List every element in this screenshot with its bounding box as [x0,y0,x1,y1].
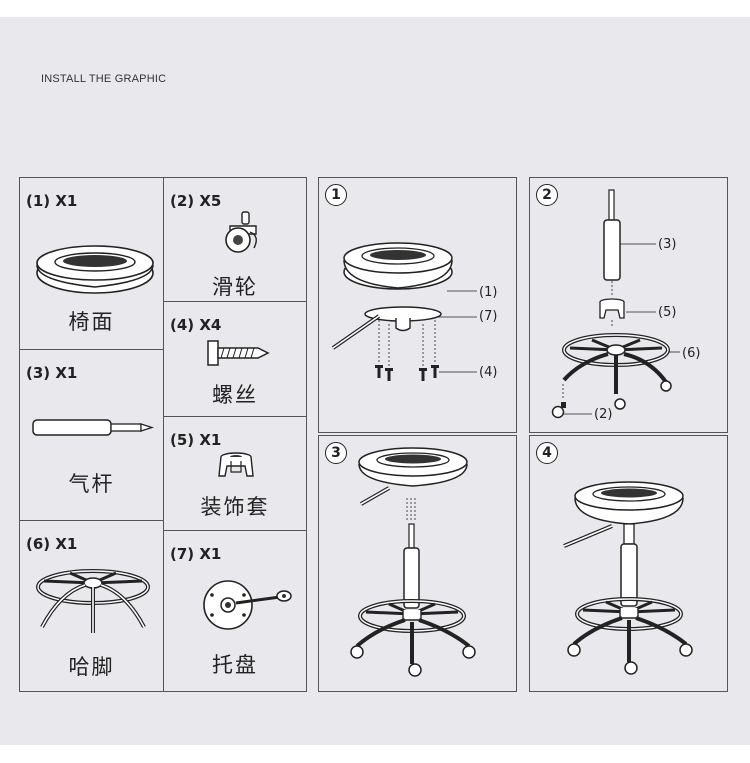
part-tray-qty: (7) X1 [170,545,222,563]
step-2-callout-base: (6) [682,346,701,361]
part-base-card: (6) X1 哈脚 [19,520,164,692]
page-background [0,17,750,745]
part-gas-lift-name: 气杆 [68,472,115,496]
part-gas-lift-qty: (3) X1 [26,364,78,382]
part-gas-lift-card: (3) X1 气杆 [19,349,164,521]
part-tray-card: (7) X1 托盘 [163,530,307,692]
step-1-diagram [331,242,477,381]
part-screw-qty: (4) X4 [170,316,222,334]
part-base-name: 哈脚 [68,655,115,679]
page-title: INSTALL THE GRAPHIC [41,73,167,85]
cover-icon [218,452,254,477]
step-1-callout-screws: (4) [479,365,498,380]
step-1-callout-tray: (7) [479,309,498,324]
step-1-callout-seat: (1) [479,285,498,300]
part-caster-card: (2) X5 滑轮 [163,177,307,302]
gas-lift-icon [32,419,154,436]
seat-icon [36,245,154,294]
part-screw-name: 螺丝 [212,383,258,407]
step-2-callout-caster: (2) [594,407,613,422]
part-cover-qty: (5) X1 [170,431,222,449]
part-cover-card: (5) X1 装饰套 [163,416,307,531]
step-3-diagram [350,447,476,677]
step-2-diagram [551,189,680,419]
base-icon [36,569,150,633]
part-seat-qty: (1) X1 [26,192,78,210]
step-4-number: 4 [536,442,558,464]
step-4-panel: 4 [529,435,728,692]
step-2-number: 2 [536,184,558,206]
screw-icon [207,340,270,366]
step-2-callout-cover: (5) [658,305,677,320]
part-caster-qty: (2) X5 [170,192,222,210]
step-2-callout-gas-lift: (3) [658,237,677,252]
part-seat-card: (1) X1 椅面 [19,177,164,350]
step-3-panel: 3 [318,435,517,692]
step-4-diagram [563,481,693,675]
part-screw-card: (4) X4 螺丝 [163,301,307,417]
part-base-qty: (6) X1 [26,535,78,553]
part-caster-name: 滑轮 [212,275,258,299]
part-cover-name: 装饰套 [200,495,270,519]
step-3-number: 3 [325,442,347,464]
step-1-number: 1 [325,184,347,206]
part-tray-name: 托盘 [212,653,258,677]
step-1-panel: 1 (1) (7) (4) [318,177,517,433]
tray-icon [203,580,292,630]
step-2-panel: 2 (3) (5) (6) (2) [529,177,728,433]
caster-icon [225,211,257,253]
part-seat-name: 椅面 [68,310,115,334]
